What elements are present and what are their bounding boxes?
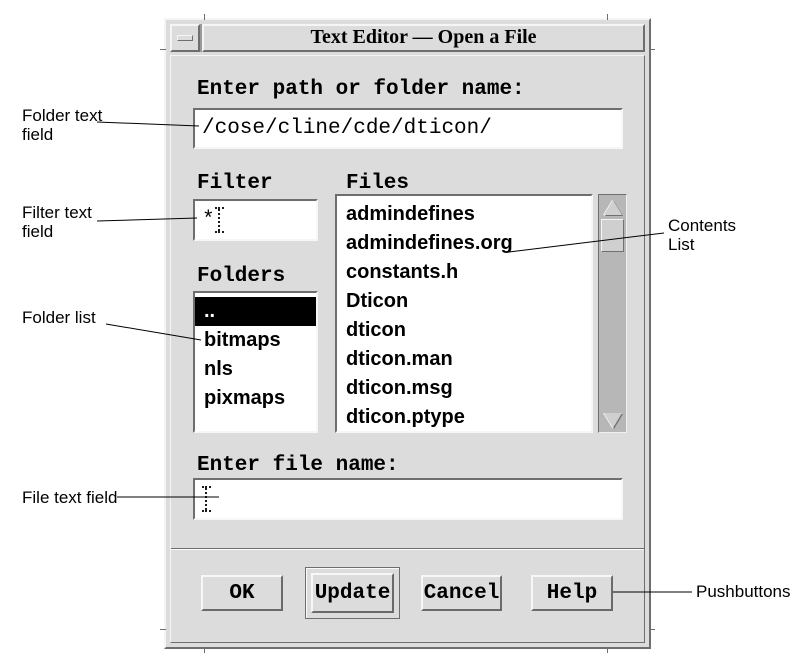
- frame-notch: [607, 647, 608, 653]
- frame-notch: [204, 647, 205, 653]
- callout-folder-list: Folder list: [22, 308, 96, 327]
- callout-file-text-field: File text field: [22, 488, 118, 507]
- up-arrow-icon: [603, 199, 622, 215]
- frame-notch: [204, 14, 205, 20]
- folders-list[interactable]: .. bitmaps nls pixmaps: [193, 291, 318, 433]
- filter-input[interactable]: *: [193, 199, 318, 241]
- update-button[interactable]: Update: [311, 573, 394, 613]
- list-item[interactable]: pixmaps: [204, 387, 286, 409]
- help-button[interactable]: Help: [531, 575, 613, 611]
- list-item[interactable]: dticon.msg: [346, 377, 453, 399]
- filter-value: *: [202, 208, 215, 232]
- list-item[interactable]: nls: [204, 358, 233, 380]
- frame-notch: [160, 629, 166, 630]
- files-label: Files: [346, 172, 410, 195]
- callout-pushbuttons: Pushbuttons: [696, 582, 791, 601]
- frame-notch: [649, 49, 655, 50]
- list-item[interactable]: admindefines.org: [346, 232, 513, 254]
- text-cursor-icon: [214, 207, 224, 233]
- folders-label: Folders: [197, 265, 286, 288]
- path-label: Enter path or folder name:: [197, 78, 525, 101]
- list-item[interactable]: constants.h: [346, 261, 459, 283]
- cancel-button[interactable]: Cancel: [421, 575, 502, 611]
- path-value: /cose/cline/cde/dticon/: [202, 117, 492, 140]
- list-item[interactable]: ..: [195, 297, 316, 326]
- callout-contents-list: Contents List: [668, 216, 737, 254]
- frame-notch: [649, 629, 655, 630]
- scroll-up-button[interactable]: [600, 197, 625, 217]
- frame-notch: [607, 14, 608, 20]
- filename-input[interactable]: [193, 478, 623, 520]
- text-cursor-icon: [202, 486, 211, 512]
- down-arrow-icon: [603, 412, 622, 428]
- callout-filter-text-field: Filter text field: [22, 203, 92, 241]
- window-menu-button[interactable]: [170, 24, 200, 52]
- scrollbar-thumb[interactable]: [601, 219, 624, 252]
- list-item[interactable]: dticon: [346, 319, 406, 341]
- window-title: Text Editor — Open a File: [202, 24, 645, 52]
- separator: [171, 548, 644, 550]
- list-item[interactable]: dticon.man: [346, 348, 453, 370]
- list-item[interactable]: admindefines: [346, 203, 475, 225]
- dialog-client-area: Enter path or folder name: /cose/cline/c…: [170, 55, 645, 643]
- update-default-ring: Update: [305, 567, 400, 619]
- filter-label: Filter: [197, 172, 273, 195]
- ok-button[interactable]: OK: [201, 575, 283, 611]
- titlebar[interactable]: Text Editor — Open a File: [170, 24, 645, 52]
- window-menu-dash-icon: [177, 35, 193, 41]
- open-file-dialog: Text Editor — Open a File Enter path or …: [160, 14, 655, 653]
- scroll-down-button[interactable]: [600, 410, 625, 430]
- callout-folder-text-field: Folder text field: [22, 106, 103, 144]
- files-scrollbar[interactable]: [598, 194, 627, 433]
- list-item[interactable]: dticon.ptype: [346, 406, 465, 428]
- filename-label: Enter file name:: [197, 454, 399, 477]
- list-item[interactable]: Dticon: [346, 290, 409, 312]
- frame-notch: [160, 49, 166, 50]
- path-input[interactable]: /cose/cline/cde/dticon/: [193, 108, 623, 149]
- list-item[interactable]: bitmaps: [204, 329, 281, 351]
